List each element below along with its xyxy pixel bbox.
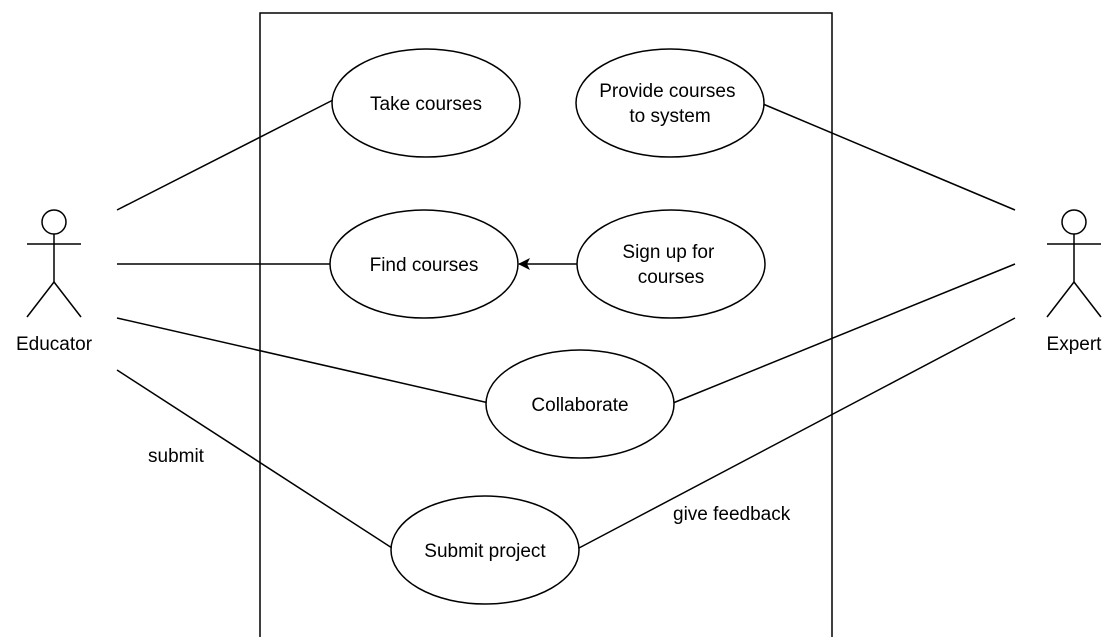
use-case-provide-courses-label: Provide courses to system <box>599 81 741 127</box>
use-case-submit-project-shape <box>390 495 580 605</box>
use-case-provide-courses-line-1: Provide courses <box>599 81 735 102</box>
use-case-submit-project[interactable]: Submit project <box>390 495 580 605</box>
use-case-collaborate[interactable]: Collaborate <box>485 349 675 459</box>
actor-educator[interactable]: Educator <box>16 209 93 355</box>
association-educator-take-courses <box>116 99 334 211</box>
use-case-submit-project-label: Submit project <box>424 541 546 562</box>
use-case-find-courses-label: Find courses <box>370 255 479 276</box>
actor-expert[interactable]: Expert <box>1046 209 1103 355</box>
actor-expert-figure-icon <box>1046 209 1102 318</box>
use-case-provide-courses-line-2: to system <box>629 106 710 127</box>
use-case-sign-up-line-1: Sign up for <box>622 242 715 263</box>
use-case-take-courses-label: Take courses <box>370 94 482 115</box>
system-boundary <box>259 12 833 637</box>
use-case-collaborate-label: Collaborate <box>531 395 628 416</box>
use-case-find-courses-shape <box>329 209 519 319</box>
use-case-sign-up-shape <box>576 209 766 319</box>
use-case-sign-up-label: Sign up for courses <box>622 242 719 288</box>
association-expert-submit-project <box>578 317 1016 549</box>
association-educator-collaborate <box>116 317 490 404</box>
use-case-take-courses-shape <box>331 48 521 158</box>
actor-educator-figure-icon <box>26 209 82 318</box>
use-case-take-courses[interactable]: Take courses <box>331 48 521 158</box>
use-case-sign-up-line-2: courses <box>638 267 705 288</box>
actor-expert-label: Expert <box>1047 334 1103 355</box>
use-case-sign-up[interactable]: Sign up for courses <box>576 209 766 319</box>
association-label-submit: submit <box>148 446 205 467</box>
association-expert-collaborate <box>672 263 1016 404</box>
use-case-find-courses[interactable]: Find courses <box>329 209 519 319</box>
association-expert-provide-courses <box>762 103 1016 211</box>
actor-educator-label: Educator <box>16 334 93 355</box>
use-case-provide-courses-shape <box>575 48 765 158</box>
use-case-collaborate-shape <box>485 349 675 459</box>
association-educator-submit-project <box>116 369 393 549</box>
use-case-provide-courses[interactable]: Provide courses to system <box>575 48 765 158</box>
association-label-give-feedback: give feedback <box>673 504 791 525</box>
